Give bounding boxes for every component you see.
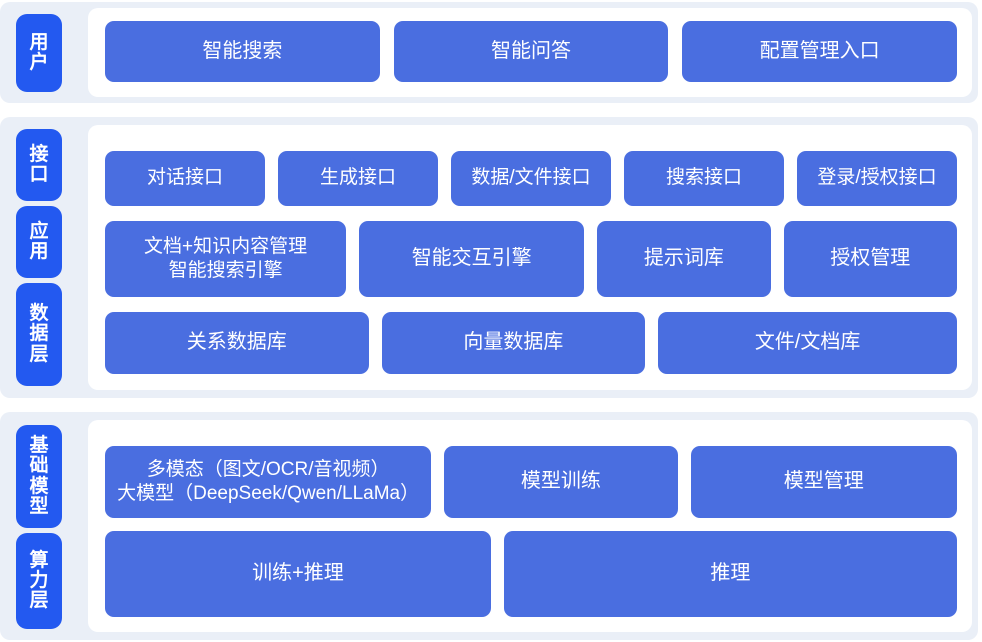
box-model-management[interactable]: 模型管理 <box>690 446 957 518</box>
box-smart-interaction-engine[interactable]: 智能交互引擎 <box>359 221 585 297</box>
box-dialog-api[interactable]: 对话接口 <box>105 151 265 206</box>
layer-tag-data-label: 数据层 <box>29 303 49 365</box>
layer-tag-application[interactable]: 应用 <box>16 206 62 278</box>
box-document-knowledge-management[interactable]: 文档+知识内容管理 智能搜索引擎 <box>105 221 347 297</box>
row-interface-apis: 对话接口 生成接口 数据/文件接口 搜索接口 登录/授权接口 <box>105 151 957 206</box>
box-inference[interactable]: 推理 <box>503 531 957 617</box>
layer-tag-compute-label: 算力层 <box>29 549 49 612</box>
box-data-file-api[interactable]: 数据/文件接口 <box>451 151 611 206</box>
box-smart-qa[interactable]: 智能问答 <box>393 21 669 82</box>
row-user-entries: 智能搜索 智能问答 配置管理入口 <box>105 21 958 82</box>
box-authorization-management[interactable]: 授权管理 <box>783 221 957 297</box>
box-relational-database[interactable]: 关系数据库 <box>105 312 369 374</box>
layer-tag-application-label: 应用 <box>29 220 49 262</box>
layer-tag-compute[interactable]: 算力层 <box>16 533 62 629</box>
box-search-api[interactable]: 搜索接口 <box>624 151 784 206</box>
box-login-auth-api[interactable]: 登录/授权接口 <box>797 151 957 206</box>
box-file-document-store[interactable]: 文件/文档库 <box>658 312 957 374</box>
row-application-modules: 文档+知识内容管理 智能搜索引擎 智能交互引擎 提示词库 授权管理 <box>105 221 957 297</box>
box-config-management-entry[interactable]: 配置管理入口 <box>682 21 958 82</box>
box-generation-api[interactable]: 生成接口 <box>278 151 438 206</box>
layer-tag-user[interactable]: 用户 <box>16 14 62 92</box>
layer-tag-data[interactable]: 数据层 <box>16 283 62 386</box>
layer-tag-foundation-model[interactable]: 基础模型 <box>16 425 62 528</box>
layer-tag-interface-label: 接口 <box>29 143 49 185</box>
box-multimodal-large-model[interactable]: 多模态（图文/OCR/音视频） 大模型（DeepSeek/Qwen/LLaMa） <box>105 446 432 518</box>
box-prompt-library[interactable]: 提示词库 <box>597 221 771 297</box>
row-data-stores: 关系数据库 向量数据库 文件/文档库 <box>105 312 957 374</box>
box-smart-search[interactable]: 智能搜索 <box>105 21 380 82</box>
row-model-capabilities: 多模态（图文/OCR/音视频） 大模型（DeepSeek/Qwen/LLaMa）… <box>105 446 957 518</box>
layer-tag-interface[interactable]: 接口 <box>16 129 62 201</box>
layer-tag-foundation-model-label: 基础模型 <box>29 435 49 517</box>
box-training-and-inference[interactable]: 训练+推理 <box>105 531 491 617</box>
box-model-training[interactable]: 模型训练 <box>444 446 678 518</box>
box-vector-database[interactable]: 向量数据库 <box>381 312 646 374</box>
layer-tag-user-label: 用户 <box>29 31 49 73</box>
row-compute-resources: 训练+推理 推理 <box>105 531 957 617</box>
